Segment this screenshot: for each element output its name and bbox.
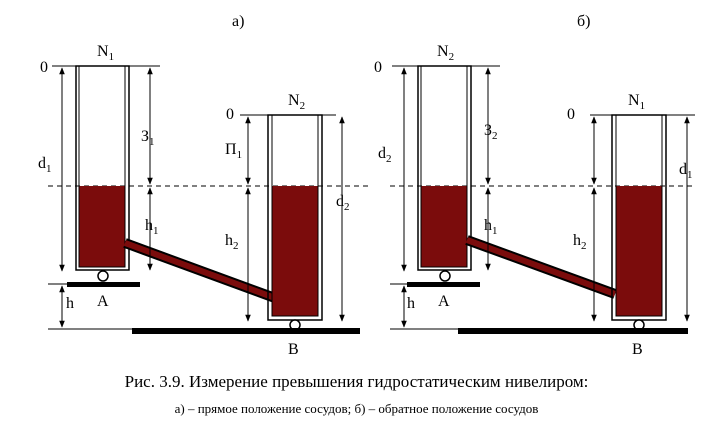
- label-point-a: A: [97, 293, 109, 310]
- label-z2: З2: [484, 122, 498, 142]
- label-point-b: B: [632, 341, 643, 358]
- label-h1: h1: [145, 217, 159, 237]
- panel-a-label: а): [232, 13, 244, 30]
- figure-caption-title: Рис. 3.9. Измерение превышения гидростат…: [124, 372, 589, 391]
- label-vessel-right: N2: [288, 92, 305, 112]
- vessel-foot-left: [97, 270, 109, 282]
- vessel-a-left: [67, 65, 140, 287]
- ground-surface: [458, 328, 688, 334]
- label-h2: h2: [225, 232, 239, 252]
- liquid-right: [272, 186, 318, 316]
- label-point-a: A: [438, 293, 450, 310]
- label-d2: d2: [336, 193, 350, 213]
- vessel-b-right: [458, 114, 688, 334]
- label-h1: h1: [484, 217, 498, 237]
- stand-left: [67, 282, 140, 287]
- label-h: h: [407, 295, 415, 312]
- label-zero-right: 0: [226, 106, 234, 123]
- label-d2: d2: [378, 145, 392, 165]
- panel-b-label: б): [577, 13, 590, 30]
- vessel-b-left: [407, 65, 480, 287]
- hose: [123, 240, 277, 301]
- label-zero-right: 0: [567, 106, 575, 123]
- ground-surface: [132, 328, 360, 334]
- vessel-foot-left: [439, 270, 451, 282]
- label-z1: З1: [141, 128, 155, 148]
- label-h: h: [66, 295, 74, 312]
- stand-left: [407, 282, 480, 287]
- panel-b: б): [374, 13, 695, 358]
- label-d1: d1: [679, 161, 693, 181]
- label-zero-left: 0: [40, 59, 48, 76]
- vessel-a-right: [132, 114, 360, 334]
- figure-caption-subtitle: а) – прямое положение сосудов; б) – обра…: [174, 401, 539, 416]
- label-vessel-right: N1: [628, 92, 645, 112]
- liquid-right: [616, 186, 662, 316]
- hose: [465, 237, 617, 297]
- label-zero-left: 0: [374, 59, 382, 76]
- label-d1: d1: [38, 155, 52, 175]
- label-vessel-left: N1: [97, 43, 114, 63]
- liquid-left: [421, 186, 467, 267]
- panel-a: а): [38, 13, 370, 358]
- label-point-b: B: [288, 341, 299, 358]
- label-vessel-left: N2: [437, 43, 454, 63]
- liquid-left: [79, 186, 125, 267]
- label-h2: h2: [573, 232, 587, 252]
- label-p1: П1: [225, 141, 242, 161]
